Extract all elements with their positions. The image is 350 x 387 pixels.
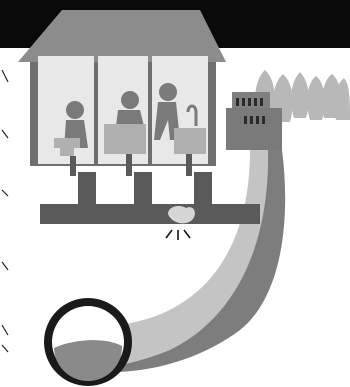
house-roof <box>18 10 226 62</box>
factory-icon <box>226 92 282 150</box>
collector-pipe <box>40 204 260 224</box>
left-edge-marks <box>1 69 9 353</box>
pipe-leak-icon <box>165 192 195 240</box>
person-at-sink-icon <box>104 91 146 154</box>
pipe-cross-section-icon <box>44 298 132 386</box>
person-at-tap-icon <box>154 83 206 154</box>
person-on-toilet-icon <box>54 101 88 156</box>
drain-pipes <box>40 154 260 224</box>
main-sewer-pipe <box>62 150 286 372</box>
